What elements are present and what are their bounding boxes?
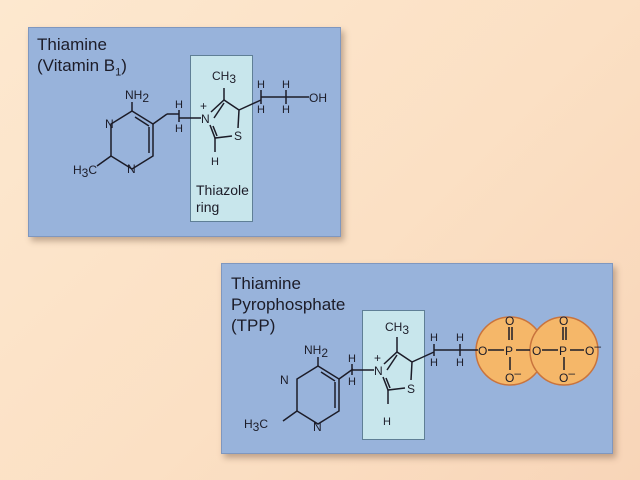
tpp-thiazolium-double-bond xyxy=(385,377,391,389)
tpp-title: Thiamine Pyrophosphate (TPP) xyxy=(231,274,346,335)
hydroxyl-group: OH xyxy=(309,91,327,105)
side-chain-hydrogen: H xyxy=(282,104,290,116)
pyrimidine-n1: N xyxy=(105,117,114,131)
tpp-bridge-hydrogen-top: H xyxy=(348,353,356,365)
thiazolium-ring-bonds xyxy=(210,99,240,129)
thiamine-title-close: ) xyxy=(121,56,127,75)
tpp-positive-charge: + xyxy=(374,351,381,365)
tpp-side-chain-hydrogen: H xyxy=(456,357,464,369)
bridge-hydrogen-top: H xyxy=(175,99,183,111)
c2-hydrogen: H xyxy=(211,156,219,168)
bridging-oxygen-2: O xyxy=(532,344,541,358)
tpp-panel: Thiamine Pyrophosphate (TPP) NH2 N N H3C… xyxy=(221,263,613,454)
thiazole-ring-highlight: Thiazole ring xyxy=(190,55,253,222)
ring-methyl-group: CH3 xyxy=(212,69,236,86)
tpp-methylene-bond xyxy=(338,368,354,380)
pyrimidine-n3: N xyxy=(127,162,136,176)
phosphoryl-oxygen-1: O xyxy=(505,314,514,328)
tpp-thiazole-ring-highlight xyxy=(362,310,425,440)
thiamine-title: Thiamine (Vitamin B1) xyxy=(37,34,127,83)
pyrimidine-double-bond xyxy=(134,116,150,127)
phosphoryl-oxygen-2: O xyxy=(559,314,568,328)
bridging-oxygen-1: O xyxy=(478,344,487,358)
tpp-pyrimidine-ring-bonds xyxy=(296,365,340,425)
phosphate-circle-2 xyxy=(529,316,599,386)
thiamine-title-subscript: 1 xyxy=(115,66,122,79)
sulfur-atom: S xyxy=(234,129,242,143)
pyrimidine-ring-bonds xyxy=(110,110,154,170)
phosphate-oxygen-anion-3: O– xyxy=(585,339,601,358)
side-chain-hydrogen: H xyxy=(257,79,265,91)
thiazole-ring-label: Thiazole ring xyxy=(196,182,249,215)
phosphorus-1: P xyxy=(505,344,513,358)
bridge-hydrogen-bottom: H xyxy=(175,123,183,135)
tpp-thiazolium-nitrogen: N xyxy=(374,364,383,378)
side-chain-hydrogen: H xyxy=(257,104,265,116)
thiazolium-double-bond xyxy=(213,102,225,119)
tpp-thiazolium-double-bond xyxy=(386,354,398,371)
tpp-side-chain-hydrogen: H xyxy=(430,332,438,344)
tpp-methyl-bond xyxy=(282,410,298,422)
thiazolium-nitrogen: N xyxy=(201,112,210,126)
tpp-pyrimidine-n1: N xyxy=(280,373,289,387)
tpp-amino-group: NH2 xyxy=(304,343,328,360)
tpp-c2-hydrogen: H xyxy=(383,416,391,428)
tpp-bridge-hydrogen-bottom: H xyxy=(348,376,356,388)
phosphate-oxygen-anion-2: O– xyxy=(559,366,575,385)
methyl-group: H3C xyxy=(73,163,97,180)
tpp-structure: NH2 N N H3C H H N + S H CH3 H H H H O P xyxy=(244,314,601,434)
thiamine-title-text: Thiamine (Vitamin B xyxy=(37,35,116,75)
tpp-ring-methyl-group: CH3 xyxy=(385,320,409,337)
phosphate-oxygen-anion-1: O– xyxy=(505,366,521,385)
thiamine-structure: NH2 N N H3C H H N + S H CH3 H H H H OH xyxy=(73,69,327,180)
tpp-side-chain-hydrogen: H xyxy=(456,332,464,344)
tpp-side-chain-hydrogen: H xyxy=(430,357,438,369)
positive-charge: + xyxy=(200,99,207,113)
thiazolium-double-bond xyxy=(212,125,218,137)
phosphorus-2: P xyxy=(559,344,567,358)
side-chain-hydrogen: H xyxy=(282,79,290,91)
tpp-methyl-group: H3C xyxy=(244,417,268,434)
methyl-bond xyxy=(96,155,112,167)
methylene-bond xyxy=(152,113,168,125)
amino-group: NH2 xyxy=(125,88,149,105)
tpp-side-chain-bond xyxy=(411,351,435,363)
tpp-pyrimidine-double-bond xyxy=(320,371,336,382)
thiamine-panel: Thiamine (Vitamin B1) Thiazole ring NH2 … xyxy=(28,27,341,237)
tpp-thiazolium-ring-bonds xyxy=(383,351,413,381)
side-chain-bond xyxy=(238,99,262,111)
tpp-sulfur-atom: S xyxy=(407,382,415,396)
tpp-pyrimidine-n3: N xyxy=(313,420,322,434)
